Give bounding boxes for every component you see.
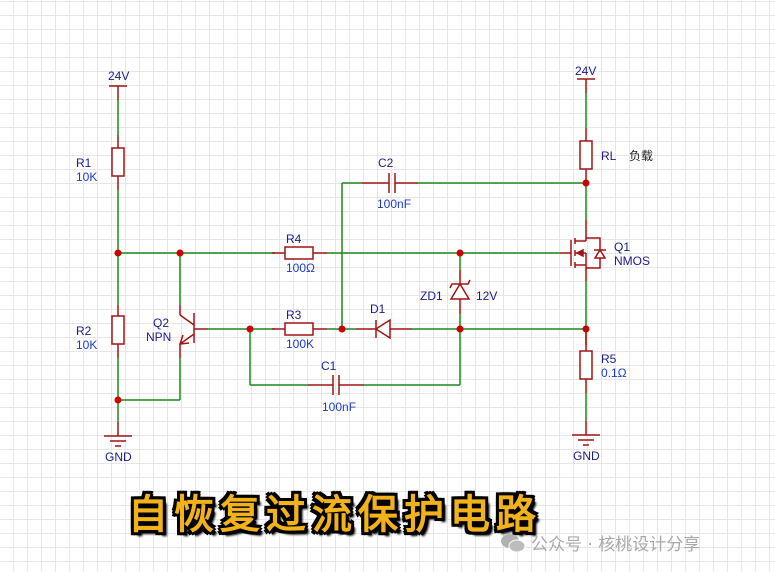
resistor-r2[interactable]: R2 10K xyxy=(76,305,125,358)
r1-body xyxy=(111,147,125,177)
diode-d1[interactable]: D1 xyxy=(356,302,412,340)
junction xyxy=(456,325,464,333)
junction xyxy=(176,249,184,257)
resistor-r3[interactable]: R3 100K xyxy=(272,308,327,351)
r3-value: 100K xyxy=(286,337,314,351)
gnd-label-right: GND xyxy=(573,449,600,463)
power-24v-right: 24V xyxy=(575,64,596,93)
r3-body xyxy=(284,322,314,336)
r4-body xyxy=(284,246,314,260)
power-label-right: 24V xyxy=(575,64,596,78)
junction xyxy=(114,249,122,257)
q1-value: NMOS xyxy=(614,254,650,268)
junction xyxy=(246,325,254,333)
q1-body-diode xyxy=(593,248,607,259)
wechat-icon xyxy=(501,533,526,552)
power-label-left: 24V xyxy=(108,69,129,83)
r2-body xyxy=(111,315,125,345)
junction xyxy=(456,249,464,257)
power-24v-left: 24V xyxy=(108,69,129,100)
rl-designator: RL xyxy=(601,149,617,163)
watermark: 公众号 · 核桃设计分享 xyxy=(500,530,700,555)
r1-designator: R1 xyxy=(76,156,92,170)
r3-designator: R3 xyxy=(286,308,302,322)
gnd-label-left: GND xyxy=(105,450,132,464)
rl-body xyxy=(579,140,593,170)
zd1-triangle xyxy=(449,282,471,300)
resistor-r1[interactable]: R1 10K xyxy=(76,135,125,190)
ground-right: GND xyxy=(572,421,600,463)
r4-designator: R4 xyxy=(286,232,302,246)
q2-designator: Q2 xyxy=(153,316,169,330)
d1-designator: D1 xyxy=(370,302,386,316)
q1-designator: Q1 xyxy=(614,240,630,254)
r1-value: 10K xyxy=(76,170,97,184)
mosfet-q1-nmos[interactable]: Q1 NMOS xyxy=(560,220,650,281)
capacitor-c2[interactable]: C2 100nF xyxy=(362,156,418,211)
q2-collector-leg xyxy=(179,314,195,326)
zd1-value: 12V xyxy=(476,289,497,303)
zener-diode-zd1[interactable]: ZD1 12V xyxy=(420,270,497,314)
r5-designator: R5 xyxy=(601,352,617,366)
junction xyxy=(582,179,590,187)
resistor-rl-load[interactable]: RL 负载 xyxy=(579,128,653,183)
c2-value: 100nF xyxy=(377,197,411,211)
r4-value: 100Ω xyxy=(286,261,315,275)
diagram-title: 自恢复过流保护电路 xyxy=(128,491,542,538)
zd1-designator: ZD1 xyxy=(420,289,443,303)
watermark-text: 公众号 · 核桃设计分享 xyxy=(531,535,701,555)
c1-value: 100nF xyxy=(322,400,356,414)
ground-left: GND xyxy=(104,422,132,464)
q1-arrow xyxy=(575,248,584,258)
d1-triangle xyxy=(374,318,391,340)
resistor-r5-sense[interactable]: R5 0.1Ω xyxy=(579,329,627,393)
rl-value: 负载 xyxy=(629,149,653,163)
r5-body xyxy=(579,350,593,380)
r2-designator: R2 xyxy=(76,324,92,338)
capacitor-c1[interactable]: C1 100nF xyxy=(308,359,364,414)
junction xyxy=(338,325,346,333)
r2-value: 10K xyxy=(76,338,97,352)
r5-value: 0.1Ω xyxy=(601,366,627,380)
q2-emitter-leg xyxy=(179,333,195,345)
c2-designator: C2 xyxy=(378,156,394,170)
c1-designator: C1 xyxy=(321,359,337,373)
junction xyxy=(582,325,590,333)
resistor-r4[interactable]: R4 100Ω xyxy=(272,232,327,275)
q2-value: NPN xyxy=(146,330,171,344)
junction xyxy=(114,396,122,404)
transistor-q2-npn[interactable]: Q2 NPN xyxy=(146,305,208,358)
